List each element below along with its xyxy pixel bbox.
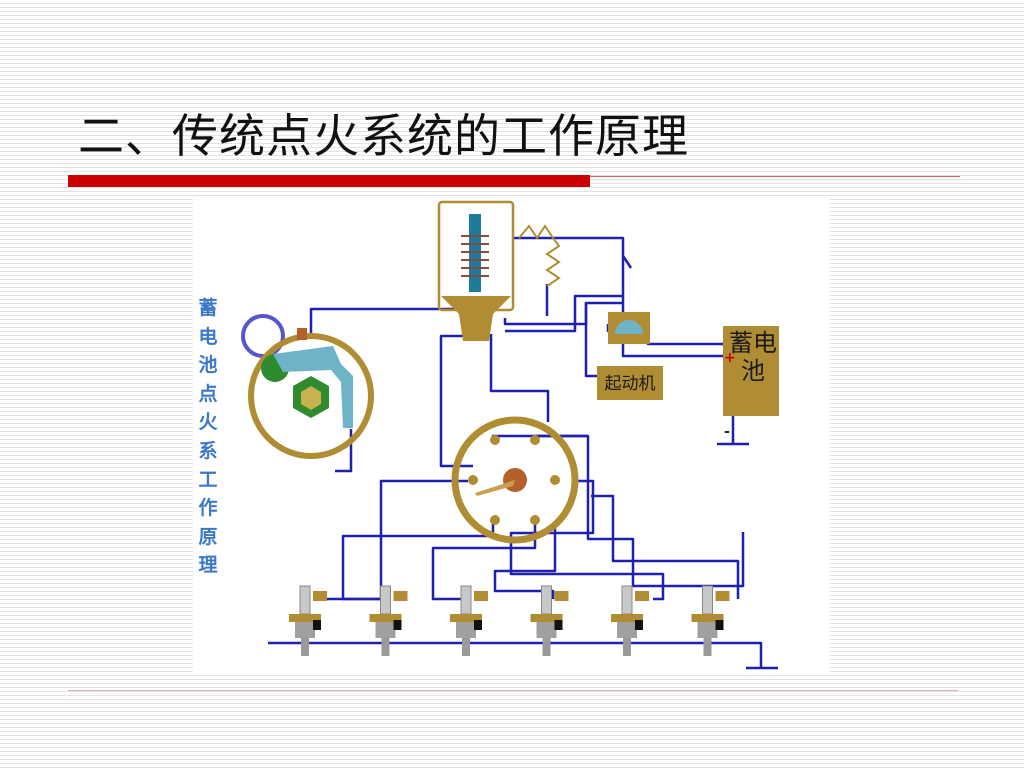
- spark-plug: [691, 585, 730, 656]
- starter-motor: [597, 366, 663, 400]
- spark-plug-thread: [301, 638, 309, 656]
- spark-plugs: [289, 585, 730, 656]
- spark-plug-thread: [462, 638, 470, 656]
- footer-rule: [68, 690, 958, 691]
- spark-plug-thread: [381, 638, 390, 656]
- spark-plug-lead-terminal: [554, 591, 569, 601]
- spark-plug-insulator: [460, 585, 472, 615]
- spark-plug-body: [697, 622, 718, 638]
- spark-plug-thread: [623, 638, 631, 656]
- ammeter-dial: [615, 320, 643, 334]
- spark-plug-hex: [530, 614, 563, 622]
- spark-plug-lead-terminal: [715, 591, 730, 601]
- spark-plug-hex: [289, 614, 321, 622]
- spark-plug-lead-terminal: [635, 591, 649, 601]
- battery-plus-sign: +: [724, 350, 736, 366]
- ignition-coil: [437, 200, 515, 341]
- distributor-terminal: [490, 515, 500, 525]
- spark-plug: [450, 585, 488, 656]
- spark-plug-insulator: [299, 585, 311, 615]
- spark-plug: [530, 585, 569, 656]
- breaker-housing: [248, 333, 374, 459]
- wiring: [268, 236, 778, 670]
- diagram-vertical-label: 蓄电池点火系工作原理: [198, 297, 218, 577]
- spark-plug-ground-electrode: [474, 620, 482, 630]
- ignition-diagram-svg: [241, 200, 779, 670]
- title-underline: [68, 175, 590, 187]
- spark-plug-body: [295, 622, 315, 638]
- title-rule-thin: [590, 176, 960, 177]
- spark-plug-body: [375, 622, 396, 638]
- coil-winding: [461, 235, 489, 277]
- resistor-zigzag: [518, 224, 561, 287]
- ignition-switch[interactable]: [621, 255, 633, 269]
- spark-plug-hex: [691, 614, 724, 622]
- spark-plug-hex: [450, 614, 482, 622]
- spark-plug-ground-electrode: [393, 620, 402, 630]
- distributor-terminal: [550, 475, 560, 485]
- spark-plug-lead-terminal: [313, 591, 327, 601]
- spark-plug: [369, 585, 408, 656]
- spark-plug-insulator: [702, 585, 713, 615]
- spark-plug-body: [536, 622, 557, 638]
- coil-terminal: [441, 296, 511, 341]
- spark-plug-lead-terminal: [474, 591, 488, 601]
- spark-plug-thread: [703, 638, 712, 656]
- distributor-terminal: [468, 475, 478, 485]
- distributor-terminal: [530, 435, 540, 445]
- spark-plug-insulator: [380, 585, 391, 615]
- spark-plug-insulator: [541, 585, 552, 615]
- spark-plug-hex: [611, 614, 643, 622]
- spark-plug-ground-electrode: [635, 620, 643, 630]
- spark-plug-hex: [369, 614, 402, 622]
- slide-title: 二、传统点火系统的工作原理: [78, 109, 689, 163]
- spark-plug-body: [617, 622, 637, 638]
- spark-plug-insulator: [621, 585, 633, 615]
- spark-plug-ground-electrode: [715, 620, 724, 630]
- battery: [723, 326, 779, 416]
- breaker-contact: [297, 328, 307, 340]
- switch-lever[interactable]: [621, 255, 633, 269]
- distributor-rotor: [475, 480, 515, 496]
- spark-plug-ground-electrode: [313, 620, 321, 630]
- distributor-terminal: [530, 515, 540, 525]
- distributor: [451, 416, 579, 544]
- spark-plug-body: [456, 622, 476, 638]
- contact-arm: [273, 346, 353, 428]
- breaker-assembly: [241, 314, 374, 459]
- starter-label: 起动机: [604, 374, 656, 394]
- ignition-diagram: 蓄电池点火系工作原理 起动机 蓄电池 + -: [193, 196, 830, 673]
- distributor-terminal: [490, 435, 500, 445]
- cam-center: [301, 386, 321, 410]
- spark-plug-thread: [542, 638, 551, 656]
- ammeter: [608, 312, 650, 344]
- battery-label: 蓄电池: [729, 329, 777, 385]
- spark-plug-ground-electrode: [554, 620, 563, 630]
- spark-plug-lead-terminal: [393, 591, 408, 601]
- spark-plug: [289, 585, 327, 656]
- battery-minus-sign: -: [724, 424, 730, 440]
- distributor-cap: [451, 416, 579, 544]
- spark-plug: [611, 585, 649, 656]
